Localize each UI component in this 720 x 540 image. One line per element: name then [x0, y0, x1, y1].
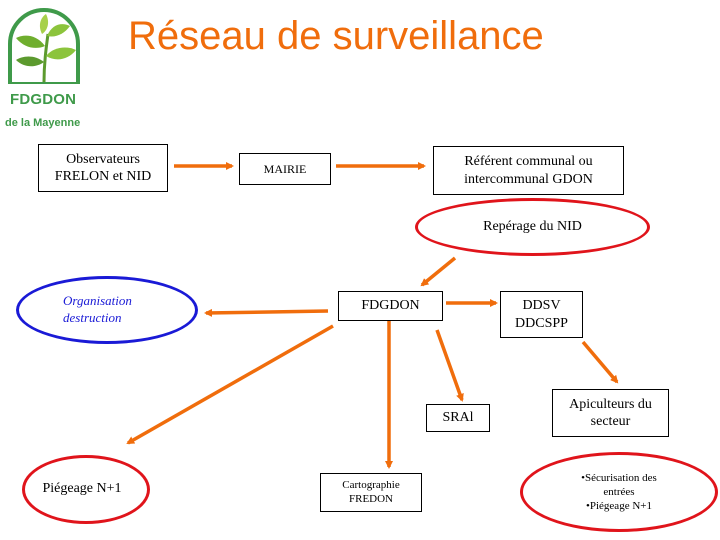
- logo-name: FDGDON: [10, 91, 77, 108]
- node-organisation-line1: Organisation: [63, 293, 132, 309]
- node-referent: Référent communal ou intercommunal GDON: [433, 146, 624, 195]
- arrow-ddsv-apiculteurs: [581, 340, 619, 384]
- node-organisation-line2: destruction: [63, 310, 122, 325]
- node-srai: SRAl: [426, 404, 490, 432]
- node-ddsv-line1: DDSV: [522, 298, 561, 313]
- node-referent-line1: Référent communal ou: [464, 154, 593, 169]
- node-mairie: MAIRIE: [239, 153, 331, 185]
- node-cartographie-line2: FREDON: [348, 492, 393, 505]
- node-piegeage-label: Piégeage N+1: [42, 481, 122, 497]
- node-srai-label: SRAl: [442, 410, 474, 426]
- node-reperage-label: Repérage du NID: [483, 218, 582, 234]
- arrow-reperage-fdgdon: [420, 256, 457, 287]
- arrow-fdgdon-piegeage: [126, 324, 334, 445]
- node-cartographie: Cartographie FREDON: [320, 473, 422, 512]
- logo-subtitle: de la Mayenne: [5, 117, 81, 129]
- node-piegeage: Piégeage N+1: [22, 455, 150, 524]
- node-cartographie-line1: Cartographie: [342, 478, 400, 491]
- fdgdon-logo: FDGDON de la Mayenne: [2, 2, 90, 132]
- node-reperage: Repérage du NID: [415, 198, 650, 256]
- node-apiculteurs-line1: Apiculteurs du: [569, 396, 652, 412]
- arrow-fdgdon-srai: [435, 329, 464, 402]
- page-title: Réseau de surveillance: [128, 14, 544, 58]
- plant-leaves-icon: [8, 8, 80, 84]
- node-organisation: Organisation destruction: [16, 276, 198, 344]
- node-fdgdon: FDGDON: [338, 291, 443, 321]
- node-fdgdon-label: FDGDON: [361, 298, 420, 314]
- node-securisation-line1: •Sécurisation des: [581, 471, 657, 484]
- node-observateurs-line1: Observateurs: [66, 151, 140, 167]
- node-ddsv-line2: DDCSPP: [515, 315, 568, 331]
- node-ddsv: DDSV DDCSPP: [500, 291, 583, 338]
- node-observateurs-line2: FRELON et NID: [54, 169, 152, 184]
- node-observateurs: Observateurs FRELON et NID: [38, 144, 168, 192]
- node-securisation-line3: •Piégeage N+1: [586, 500, 652, 513]
- node-referent-line2: intercommunal GDON: [464, 171, 593, 187]
- node-securisation-line2: entrées: [603, 485, 635, 498]
- node-apiculteurs-line2: secteur: [590, 414, 631, 429]
- arrow-fdgdon-organisation: [204, 308, 329, 317]
- node-securisation: •Sécurisation des entrées •Piégeage N+1: [520, 452, 718, 532]
- node-apiculteurs: Apiculteurs du secteur: [552, 389, 669, 437]
- node-mairie-label: MAIRIE: [263, 161, 307, 176]
